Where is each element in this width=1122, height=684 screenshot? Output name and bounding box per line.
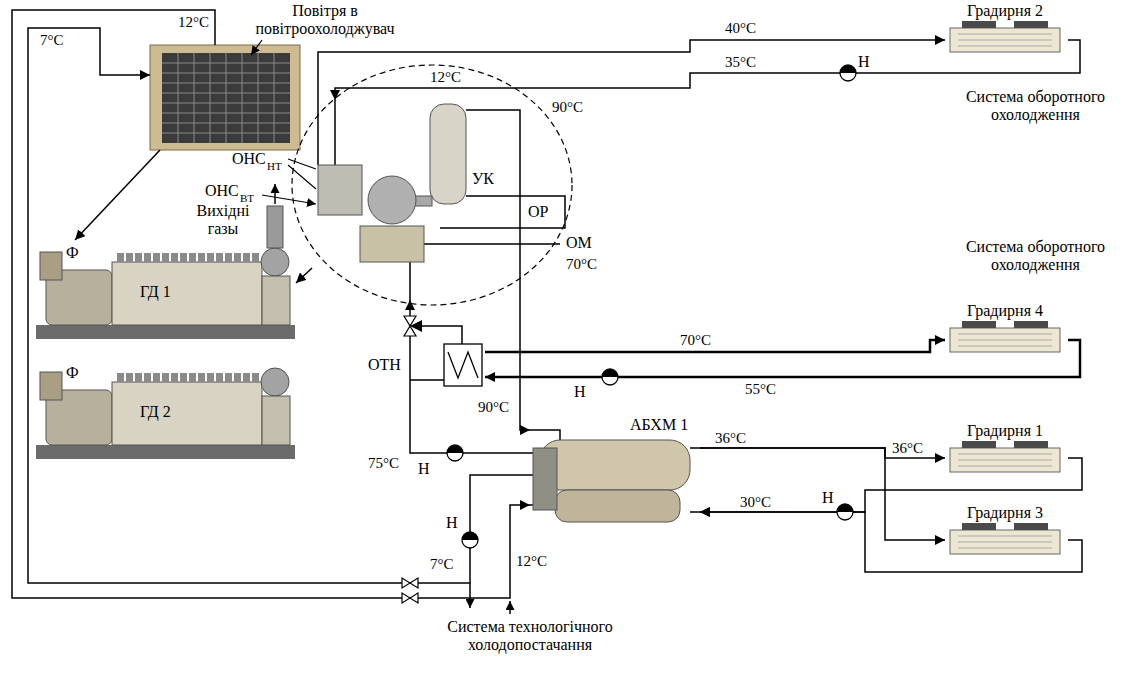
valve-symbol — [402, 578, 418, 603]
gas-engine: Ф ГД 1 — [34, 240, 296, 345]
temperature-label: 40°C — [725, 20, 756, 37]
node-label: ГД 1 — [140, 283, 171, 301]
pipe-connector — [28, 28, 530, 583]
temperature-label: 55°C — [745, 381, 776, 398]
exhaust-label: Вихідні газы — [192, 202, 254, 237]
pipe-connector — [12, 10, 530, 598]
subscript-label: НТ — [267, 160, 282, 172]
gas-engine-picture — [36, 368, 295, 459]
node-label: Градирня 1 — [945, 422, 1065, 440]
pipe-connector — [318, 40, 945, 100]
temperature-label: 36°C — [715, 430, 746, 447]
node-label: УК — [472, 170, 494, 188]
temperature-label: 90°C — [478, 399, 509, 416]
system-label: Система технологічного холодопостачання — [430, 618, 630, 653]
absorption-chiller-picture — [530, 430, 700, 522]
node-label: Повітря в повітроохолоджувач — [250, 2, 400, 37]
pipe-connector — [75, 150, 160, 240]
temperature-label: 70°C — [566, 256, 597, 273]
system-label: Система оборотного охолодження — [958, 238, 1113, 273]
node-label: АБХМ 1 — [630, 416, 688, 434]
pump-label: Н — [822, 489, 834, 507]
unit-label: ОМ — [566, 234, 592, 252]
pipe-connector — [485, 340, 945, 352]
cooling-tower: Градирня 2 — [945, 0, 1068, 56]
pipe-connector — [515, 110, 530, 430]
temperature-label: 7°C — [430, 556, 454, 573]
pipe-connector — [485, 340, 1080, 377]
temperature-label: 70°C — [680, 332, 711, 349]
temperature-label: 75°C — [368, 455, 399, 472]
unit-label: ОНС — [232, 150, 266, 168]
temperature-label: 30°C — [740, 494, 771, 511]
temperature-label: 35°C — [725, 54, 756, 71]
pump-label: Н — [858, 53, 870, 71]
gas-engine: Ф ГД 2 — [34, 360, 296, 465]
pump-label: Н — [574, 383, 586, 401]
heat-exchanger-symbol — [444, 344, 482, 386]
pump-symbol — [840, 65, 856, 81]
exhaust-stack — [267, 184, 283, 248]
temperature-label: 12°C — [516, 553, 547, 570]
node-label: Градирня 2 — [945, 2, 1065, 20]
temperature-label: 7°C — [40, 32, 64, 49]
pump-symbol — [837, 504, 853, 520]
pump-symbol — [447, 445, 463, 461]
three-way-valve — [404, 316, 422, 336]
temperature-label: 36°C — [892, 440, 923, 457]
system-label: Система оборотного охолодження — [958, 88, 1113, 123]
node-label: Градирня 4 — [945, 302, 1065, 320]
pump-symbol — [602, 369, 618, 385]
absorption-chiller: АБХМ 1 — [530, 415, 700, 530]
pump-label: Н — [446, 514, 458, 532]
turbocharger-unit: УК — [312, 100, 515, 300]
unit-label: ОР — [528, 203, 548, 221]
pump-label: Н — [418, 460, 430, 478]
air-cooler-picture — [150, 40, 300, 150]
pump-symbol — [462, 532, 478, 548]
cooling-tower-picture — [950, 441, 1060, 472]
temperature-label: 12°C — [178, 14, 209, 31]
temperature-label: 12°C — [430, 69, 461, 86]
node-label: ГД 2 — [140, 403, 171, 421]
cooling-tower-picture — [950, 321, 1060, 352]
pipe-connector — [296, 268, 312, 283]
pipe-connector — [700, 448, 945, 540]
heat-exchanger: ОТН — [440, 342, 485, 388]
air-cooler: Повітря в повітроохолоджувач — [150, 45, 300, 150]
pipe-connector — [700, 458, 1082, 512]
gas-engine-picture — [36, 248, 295, 339]
unit-label: ОНС — [205, 182, 239, 200]
cooling-tower: Градирня 4 — [945, 300, 1068, 356]
node-label: Ф — [66, 244, 79, 262]
cooling-tower: Градирня 1 — [945, 420, 1068, 476]
node-label: ОТН — [368, 356, 401, 374]
node-label: Градирня 3 — [945, 504, 1065, 522]
cooling-tower-picture — [950, 523, 1060, 554]
cooling-tower: Градирня 3 — [945, 502, 1068, 558]
temperature-label: 90°C — [552, 99, 583, 116]
turbocharger-picture — [262, 65, 572, 305]
cooling-tower-picture — [950, 21, 1060, 52]
node-label: Ф — [66, 364, 79, 382]
